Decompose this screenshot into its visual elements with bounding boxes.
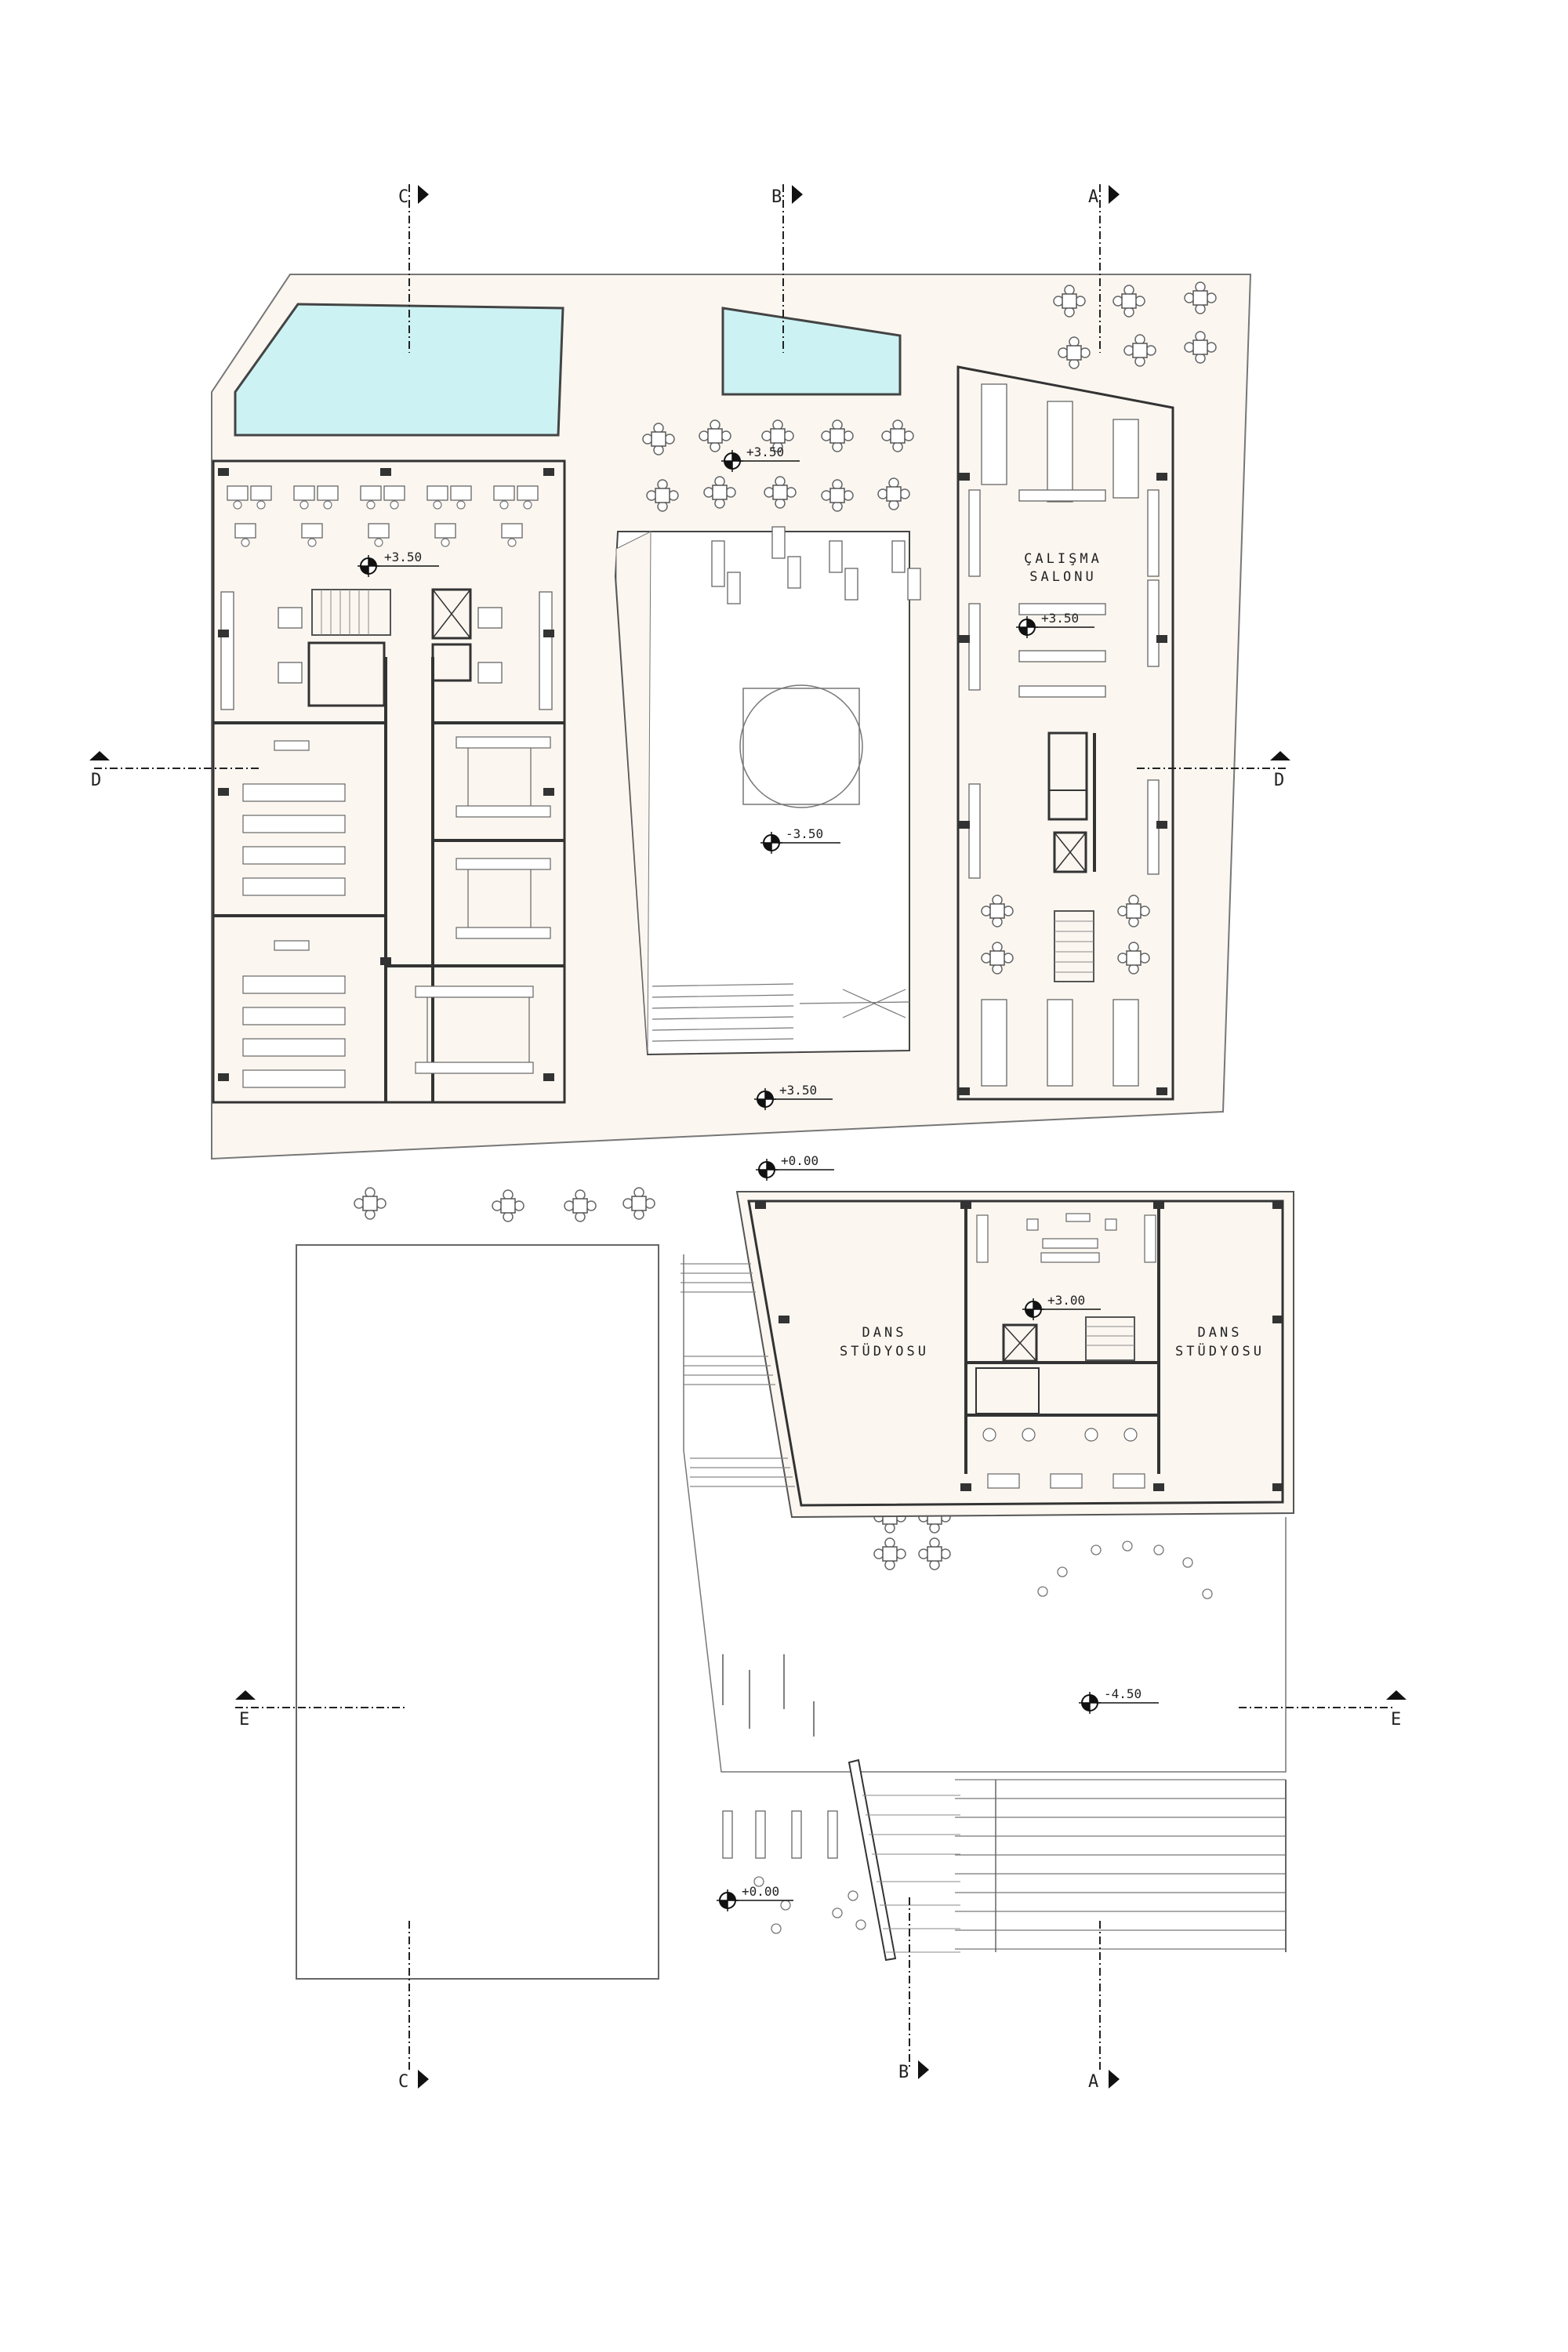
section-label-e-left: E (239, 1710, 249, 1730)
section-label-a-top: A (1088, 187, 1098, 207)
level-marker-left-block: +3.50 (357, 550, 439, 578)
level-marker-plaza: -4.50 (1078, 1686, 1159, 1715)
svg-text:+3.00: +3.00 (1047, 1293, 1085, 1308)
svg-text:+3.50: +3.50 (1041, 611, 1079, 626)
section-label-e-right: E (1391, 1710, 1401, 1730)
svg-text:+3.50: +3.50 (384, 550, 422, 564)
level-marker-ground-bottom: +0.00 (716, 1884, 793, 1912)
svg-text:+3.50: +3.50 (779, 1083, 817, 1098)
svg-text:+0.00: +0.00 (781, 1153, 818, 1168)
level-marker-terrace-bottom: +3.50 (753, 1083, 833, 1111)
section-label-c-top: C (398, 187, 408, 207)
section-label-a-bottom: A (1088, 2072, 1098, 2092)
level-marker-terrace-top: +3.50 (720, 445, 800, 473)
section-label-c-bottom: C (398, 2072, 408, 2092)
section-label-d-right: D (1274, 771, 1284, 790)
svg-text:-4.50: -4.50 (1104, 1686, 1142, 1701)
section-label-b-bottom: B (898, 2063, 909, 2082)
svg-text:-3.50: -3.50 (786, 826, 823, 841)
level-marker-dance-block: +3.00 (1022, 1293, 1101, 1321)
room-label-study-hall-2: SALONU (1029, 569, 1096, 585)
section-label-b-top: B (771, 187, 782, 207)
level-marker-study-hall: +3.50 (1015, 611, 1094, 639)
section-label-d-left: D (91, 771, 101, 790)
level-marker-ground-top: +0.00 (755, 1153, 834, 1181)
level-marker-courtyard: -3.50 (760, 826, 840, 855)
svg-text:+3.50: +3.50 (746, 445, 784, 459)
svg-text:+0.00: +0.00 (742, 1884, 779, 1899)
room-label-dance-right-2: STÜDYOSU (1175, 1342, 1265, 1359)
room-label-study-hall-1: ÇALIŞMA (1024, 551, 1102, 567)
room-label-dance-left-1: DANS (862, 1325, 907, 1341)
room-label-dance-right-1: DANS (1198, 1325, 1243, 1341)
room-label-dance-left-2: STÜDYOSU (840, 1342, 929, 1359)
